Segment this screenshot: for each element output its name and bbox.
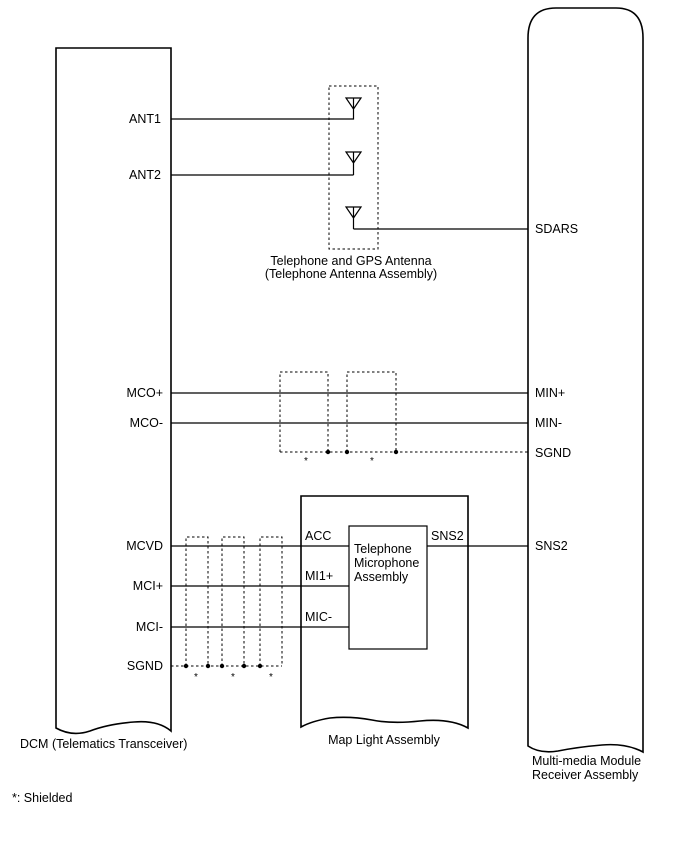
pin-label-mci-plus: MCI+ <box>133 579 163 593</box>
shield-mc-3 <box>259 536 283 666</box>
junction-dot <box>344 449 350 455</box>
pin-label-min-plus: MIN+ <box>535 386 565 400</box>
antenna-assembly-box <box>328 85 379 250</box>
junction-dot <box>219 663 225 669</box>
junction-dot <box>325 449 331 455</box>
antenna-label-2: (Telephone Antenna Assembly) <box>265 267 437 281</box>
map-light-label: Map Light Assembly <box>328 733 441 747</box>
pin-label-ant2: ANT2 <box>129 168 161 182</box>
pin-label-ml-sns2: SNS2 <box>431 529 464 543</box>
junction-dot <box>183 663 189 669</box>
dcm-label: DCM (Telematics Transceiver) <box>20 737 187 751</box>
pin-label-sgnd: SGND <box>127 659 163 673</box>
shield-mco-right <box>346 371 397 452</box>
pin-label-acc: ACC <box>305 529 331 543</box>
shield-mark: * <box>194 672 198 683</box>
pin-label-mco-plus: MCO+ <box>127 386 163 400</box>
pin-label-min-minus: MIN- <box>535 416 562 430</box>
pin-label-mic-minus: MIC- <box>305 610 332 624</box>
pin-label-mcvd: MCVD <box>126 539 163 553</box>
pin-label-ant1: ANT1 <box>129 112 161 126</box>
telephone-mic-label-1: Telephone <box>354 542 412 556</box>
pin-label-sdars: SDARS <box>535 222 578 236</box>
legend-shielded: *: Shielded <box>12 791 73 805</box>
junction-dot <box>205 663 211 669</box>
shield-mc-1 <box>185 536 209 666</box>
pin-label-mm-sgnd: SGND <box>535 446 571 460</box>
junction-dot <box>241 663 247 669</box>
antenna-icon <box>344 97 363 118</box>
telephone-mic-label-3: Assembly <box>354 570 409 584</box>
shield-mark: * <box>370 456 374 467</box>
multimedia-label-1: Multi-media Module <box>532 754 641 768</box>
shield-mc-2 <box>221 536 245 666</box>
antenna-icon <box>344 151 363 175</box>
junction-dot <box>393 449 399 455</box>
dcm-module <box>55 47 172 735</box>
shield-mark: * <box>231 672 235 683</box>
pin-label-mm-sns2: SNS2 <box>535 539 568 553</box>
pin-label-mco-minus: MCO- <box>130 416 163 430</box>
junction-dot <box>257 663 263 669</box>
shield-mark: * <box>304 456 308 467</box>
wire-ant1 <box>171 118 355 120</box>
antenna-icon <box>344 206 363 229</box>
multimedia-label-2: Receiver Assembly <box>532 768 639 782</box>
pin-label-mci-minus: MCI- <box>136 620 163 634</box>
telephone-mic-label-2: Microphone <box>354 556 419 570</box>
telephone-microphone-assembly <box>348 525 428 650</box>
shield-mark: * <box>269 672 273 683</box>
multimedia-module <box>527 7 644 754</box>
antenna-label-1: Telephone and GPS Antenna <box>270 254 431 268</box>
shield-mco-left <box>279 371 329 452</box>
pin-label-mi1-plus: MI1+ <box>305 569 333 583</box>
